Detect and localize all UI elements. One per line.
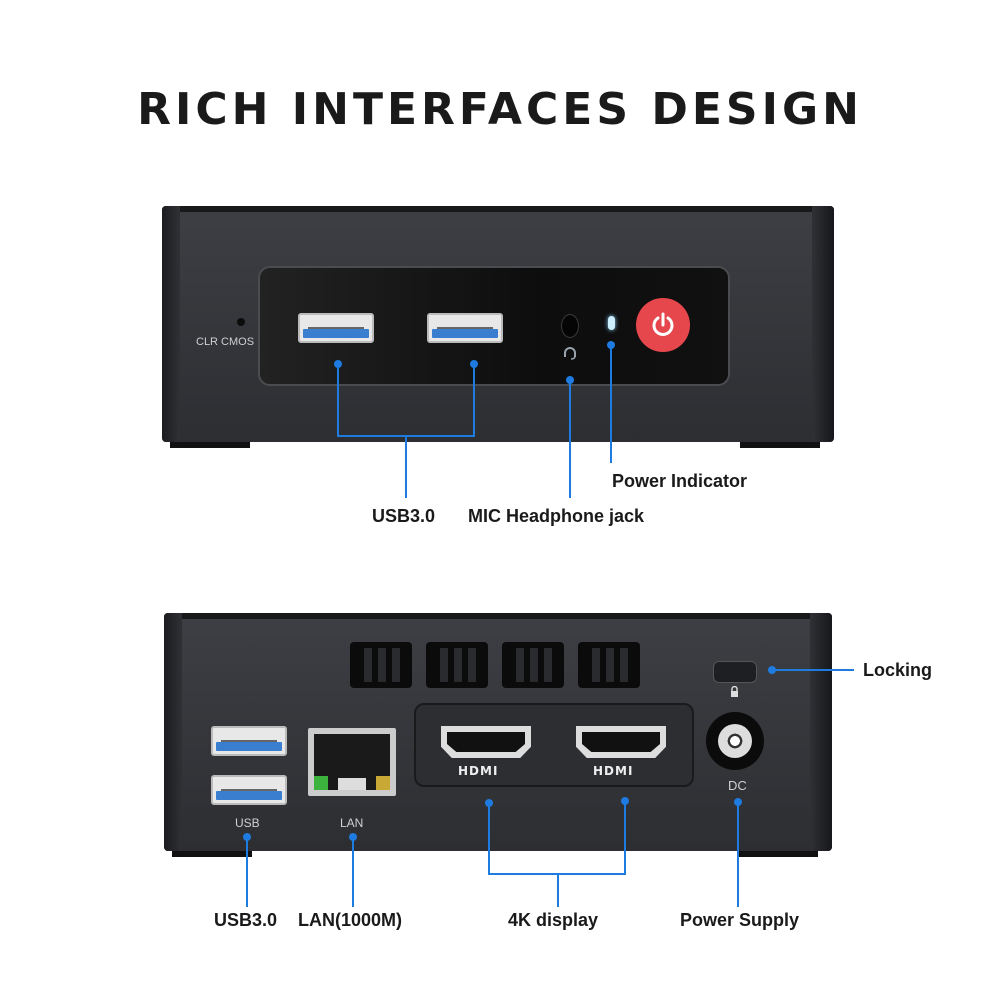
rear-usb-port-2 — [211, 775, 287, 805]
callout-locking: Locking — [863, 660, 933, 680]
callout-usb3-rear: USB3.0 — [214, 910, 278, 930]
callout-mic-headphone: MIC Headphone jack — [468, 506, 645, 526]
hdmi-logo-1: HDMI — [458, 764, 499, 778]
power-button[interactable] — [636, 298, 690, 352]
hdmi-logo-2: HDMI — [593, 764, 634, 778]
callout-power-indicator: Power Indicator — [612, 471, 748, 491]
headset-icon — [564, 347, 576, 360]
power-icon — [652, 312, 674, 336]
hdmi-port-1 — [441, 726, 531, 758]
front-usb-port-1 — [298, 313, 374, 343]
lan-port-label: LAN — [340, 816, 364, 830]
page-title: RICH INTERFACES DESIGN — [137, 84, 863, 135]
dc-port — [706, 712, 764, 770]
usb-port-label: USB — [235, 816, 260, 830]
vent-3 — [502, 642, 564, 688]
lock-slot — [713, 661, 757, 683]
lock-icon — [731, 686, 738, 697]
clr-cmos-hole — [237, 318, 245, 326]
callout-lan: LAN(1000M) — [298, 910, 403, 930]
audio-jack-icon — [561, 314, 579, 338]
callout-usb3-front: USB3.0 — [372, 506, 436, 526]
power-led-icon — [608, 316, 615, 330]
vent-4 — [578, 642, 640, 688]
lan-port — [308, 728, 396, 796]
vent-1 — [350, 642, 412, 688]
vent-2 — [426, 642, 488, 688]
dc-port-label: DC — [728, 778, 747, 793]
callout-4k-display: 4K display — [508, 910, 599, 930]
hdmi-port-2 — [576, 726, 666, 758]
front-usb-port-2 — [427, 313, 503, 343]
callout-power-supply: Power Supply — [680, 910, 800, 930]
clr-cmos-label: CLR CMOS — [196, 336, 255, 348]
rear-usb-port-1 — [211, 726, 287, 756]
